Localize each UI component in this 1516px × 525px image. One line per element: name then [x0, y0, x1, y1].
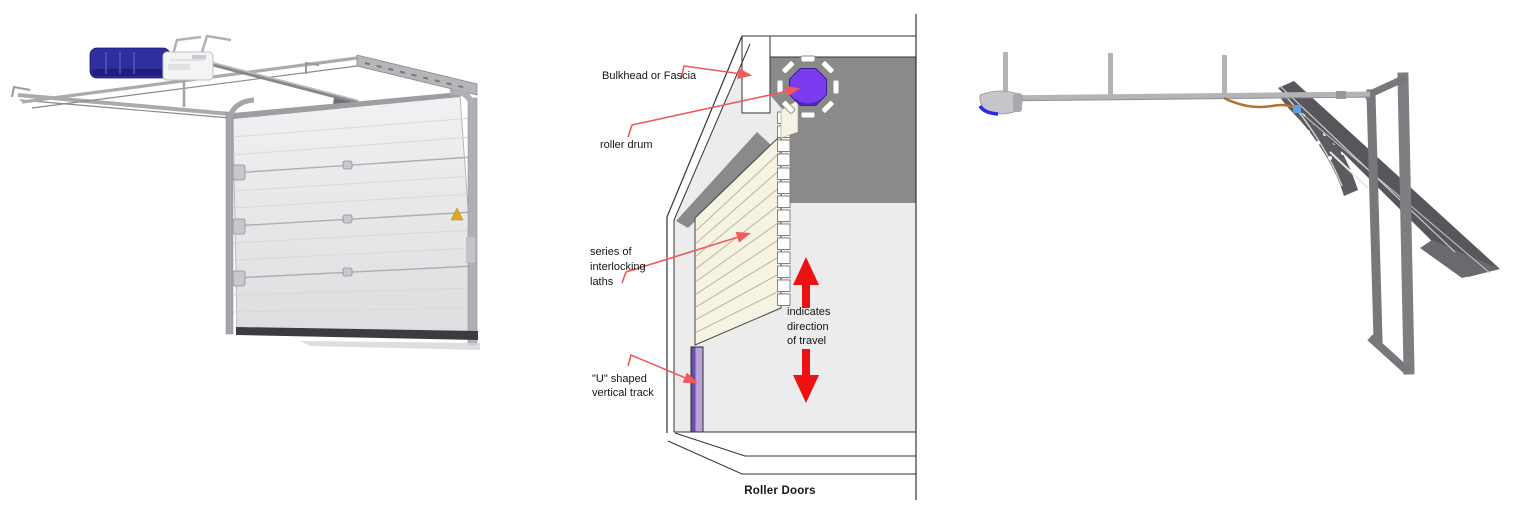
- hinges: [232, 160, 353, 287]
- door-top-cap: [233, 92, 460, 119]
- sectional-door-figure: [0, 0, 520, 380]
- warning-sticker: [450, 207, 464, 221]
- roller-diagram-svg: [621, 14, 917, 500]
- tilt-door-svg: [978, 52, 1500, 375]
- drum-lath-ring: [776, 55, 840, 119]
- roller-drum-assembly: [776, 55, 840, 139]
- horizontal-rail: [987, 91, 1371, 102]
- down-arrow: [793, 349, 819, 403]
- floor-shadow: [300, 341, 480, 350]
- tilt-opener-motor: [978, 90, 1023, 116]
- label-roller-drum: roller drum: [600, 139, 653, 151]
- bottom-seal: [236, 327, 478, 340]
- track-hook-right: [305, 61, 320, 74]
- opener-unit: [89, 34, 232, 81]
- arm-clip: [1293, 105, 1301, 113]
- label-direction: indicates direction of travel: [787, 306, 831, 347]
- rail-hangers: [1003, 52, 1227, 98]
- sectional-door-svg: [11, 34, 480, 350]
- spring-arm: [1223, 96, 1297, 111]
- u-track: [690, 346, 704, 433]
- section-joints: [232, 156, 475, 279]
- floor: [667, 431, 916, 475]
- wall-outer-edge: [666, 35, 743, 433]
- wall-inner-edge: [673, 43, 751, 432]
- up-arrow: [793, 257, 819, 308]
- track-hook-left: [11, 85, 31, 98]
- label-bulkhead: Bulkhead or Fascia: [602, 70, 697, 82]
- door-frame: [1363, 72, 1415, 375]
- leader-arrows: [621, 65, 801, 384]
- label-laths: series of interlocking laths: [590, 246, 646, 288]
- door-panel: [232, 92, 478, 334]
- roller-door-diagram: [560, 0, 920, 525]
- tilt-door-figure: [960, 0, 1516, 525]
- opener-rail: [211, 61, 360, 110]
- side-frames: [225, 88, 478, 346]
- label-u-track: "U" shaped vertical track: [592, 373, 654, 399]
- perforated-angle-track: [356, 54, 478, 96]
- tilted-door-panel: [1278, 81, 1500, 278]
- figure-caption: Roller Doors: [744, 485, 816, 497]
- lintel-edge: [676, 132, 772, 228]
